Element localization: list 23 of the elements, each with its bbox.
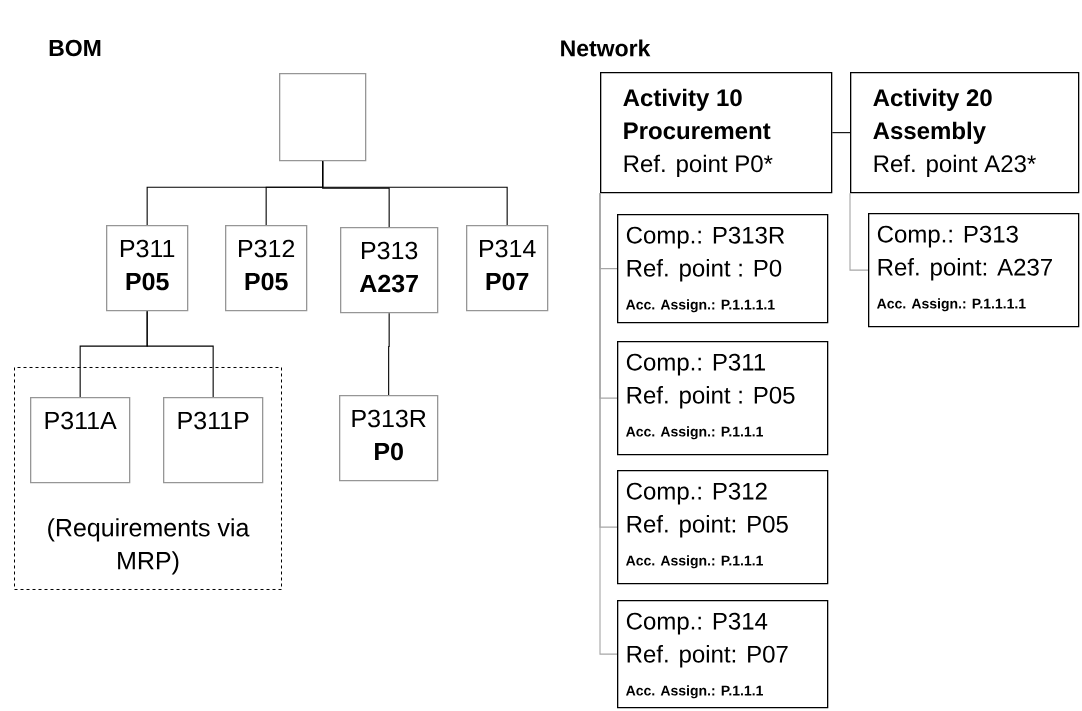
component-box: Comp.: P311 Ref. point : P05 Acc. Assign.: P.1.1.1 [617,341,829,456]
component-box: Comp.: P313R Ref. point : P0 Acc. Assign.: P.1.1.1.1 [617,214,829,324]
component-box: Comp.: P312 Ref. point: P05 Acc. Assign.: P.1.1.1 [617,470,829,585]
connector-line [599,192,618,655]
part-box: P311A [30,397,131,484]
activity-box: Activity 10 Procurement Ref. point P0* [600,72,833,194]
empty-box [279,73,367,162]
connector-line [146,310,214,398]
part-box: P311 P05 [106,225,189,312]
section-heading: Network [561,39,651,57]
connector-line [849,192,869,271]
part-box: P314 P07 [466,225,549,312]
connector-line [322,160,508,226]
part-box: P311P [163,397,264,484]
component-box: Comp.: P314 Ref. point: P07 Acc. Assign.: P.1.1.1 [617,600,829,709]
part-box: P313R P0 [339,395,439,482]
activity-box: Activity 20 Assembly Ref. point A23* [850,72,1080,194]
section-heading: BOM [49,39,101,57]
part-box: P312 P05 [225,225,308,312]
component-box: Comp.: P313 Ref. point: A237 Acc. Assign.: P.1.1.1.1 [868,213,1080,328]
part-box: P313 A237 [340,227,439,314]
connector-line [388,312,390,396]
connector-line [831,132,851,134]
